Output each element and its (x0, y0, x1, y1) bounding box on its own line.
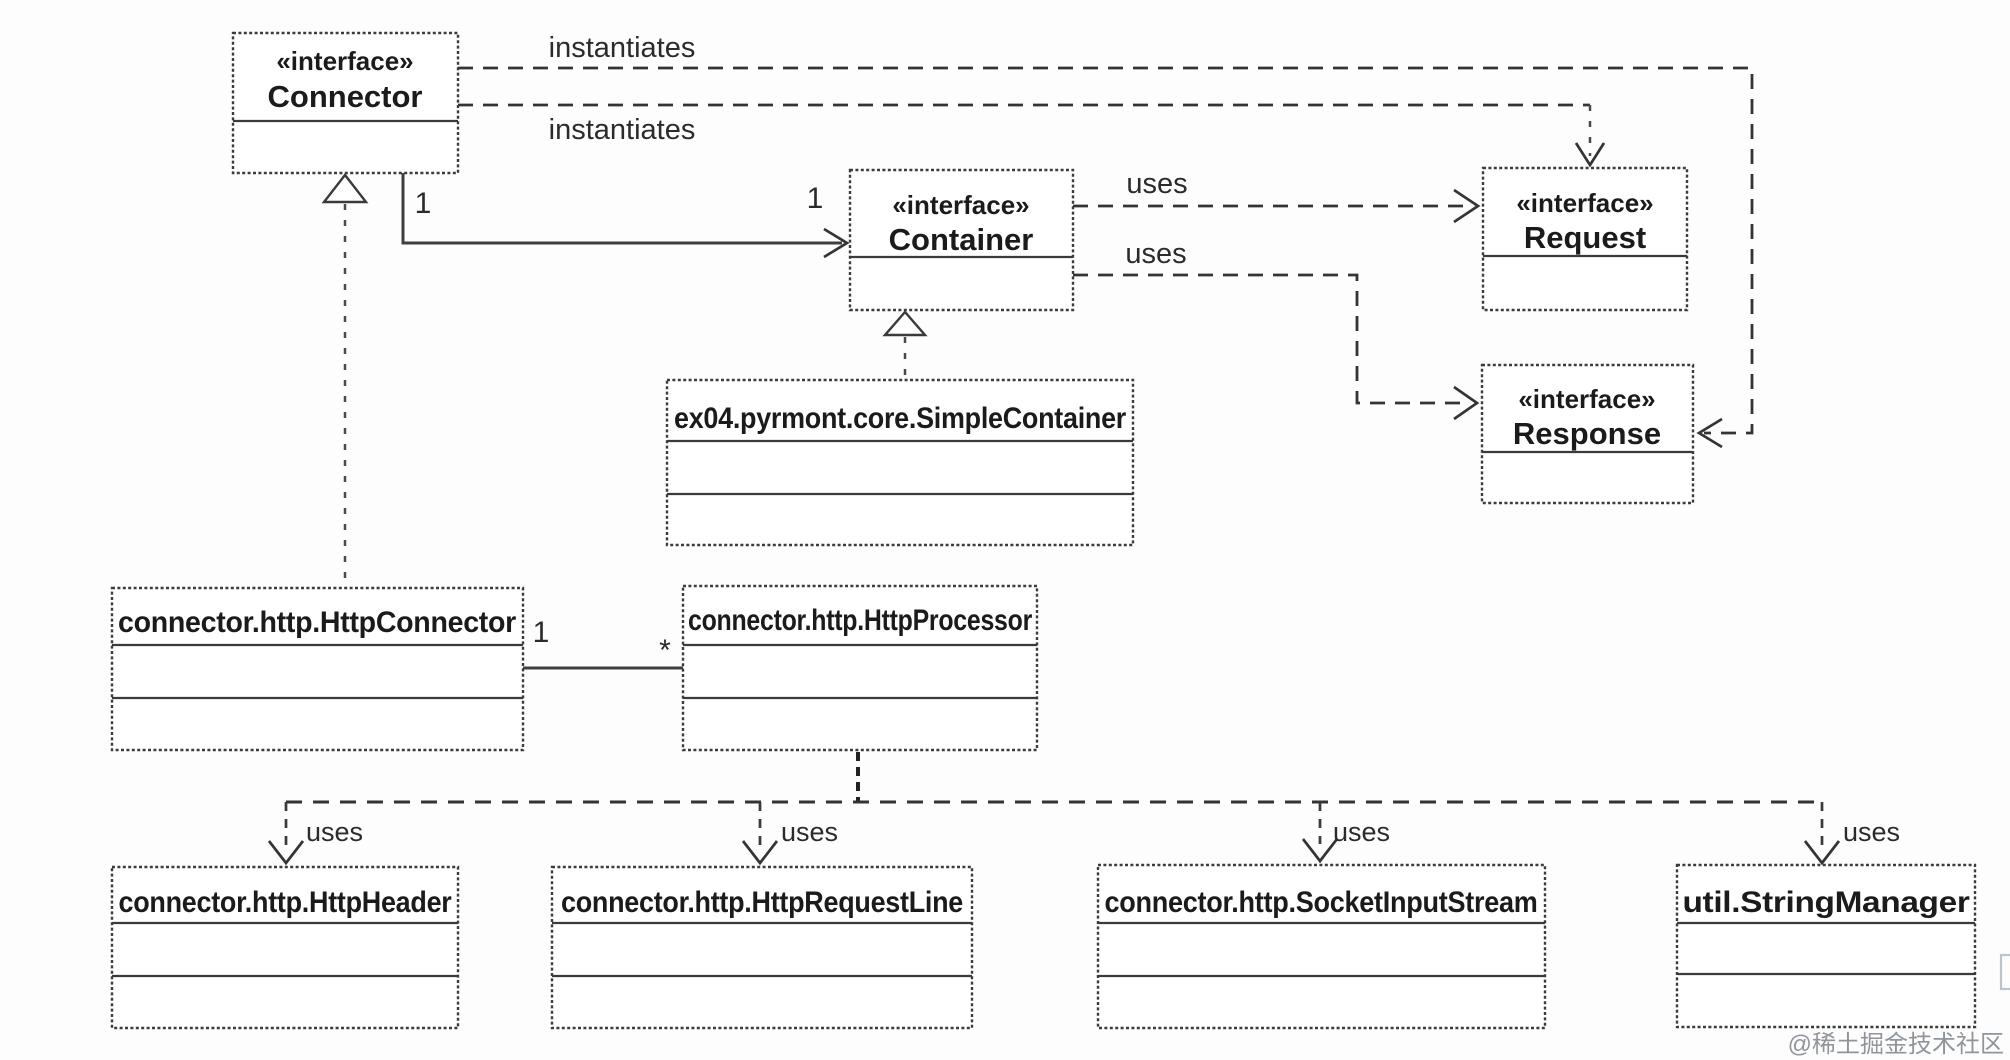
association-connector-container: 1 1 (401, 172, 850, 259)
class-name: connector.http.HttpHeader (119, 886, 453, 919)
dependency-line (458, 66, 1754, 435)
dependency-connector-instantiates-response: instantiates (458, 32, 1754, 449)
watermark-text: @稀土掘金技术社区 (1788, 1031, 2004, 1058)
dependency-processor-uses-stringmanager: uses (1803, 802, 1900, 866)
dependency-label: uses (1843, 817, 1900, 847)
dependency-label: uses (1125, 238, 1186, 270)
class-httpconnector: connector.http.HttpConnector (110, 586, 525, 752)
class-box (1480, 363, 1695, 505)
class-name: connector.http.HttpProcessor (688, 604, 1033, 637)
class-name: Connector (268, 79, 423, 114)
class-stereotype: «interface» (276, 46, 413, 76)
class-box (1675, 863, 1977, 1029)
class-box (110, 586, 525, 752)
dependency-label: uses (1126, 168, 1187, 200)
open-arrowhead-icon (1453, 188, 1481, 224)
class-connector: «interface» Connector (231, 31, 460, 175)
dependency-processor-uses-socketinputstream: uses (1301, 802, 1390, 864)
class-httpheader: connector.http.HttpHeader (110, 865, 460, 1030)
dependency-label: instantiates (549, 114, 696, 146)
multiplicity-label: * (659, 634, 671, 667)
class-box (1096, 863, 1547, 1030)
open-arrowhead-icon (1301, 838, 1339, 864)
realization-simplecontainer-container (882, 310, 928, 378)
class-name: connector.http.HttpRequestLine (561, 886, 963, 919)
class-box (665, 378, 1135, 547)
class-httpprocessor: connector.http.HttpProcessor (681, 584, 1039, 752)
open-arrowhead-icon (267, 840, 305, 866)
multiplicity-label: 1 (533, 616, 550, 649)
class-name: Request (1524, 220, 1646, 255)
dependency-processor-uses-httprequestline: uses (741, 802, 838, 866)
hollow-triangle-arrowhead-icon (321, 173, 369, 204)
open-arrowhead-icon (1696, 417, 1723, 449)
dependency-container-uses-response: uses (1073, 238, 1480, 421)
class-box (231, 31, 460, 175)
class-name: Container (889, 222, 1034, 257)
dependency-connector-instantiates-request: instantiates (458, 103, 1606, 168)
open-arrowhead-icon (1453, 385, 1480, 421)
multiplicity-label: 1 (807, 182, 824, 215)
dependency-tree-httpprocessor: uses uses uses uses (267, 752, 1900, 866)
open-arrowhead-icon (1574, 142, 1606, 168)
class-simplecontainer: ex04.pyrmont.core.SimpleContainer (665, 378, 1135, 547)
open-arrowhead-icon (823, 227, 850, 259)
edge-ui-artifact (1999, 953, 2010, 991)
multiplicity-label: 1 (415, 187, 432, 220)
class-stereotype: «interface» (1516, 188, 1653, 218)
class-request: «interface» Request (1481, 166, 1689, 312)
hollow-triangle-arrowhead-icon (882, 310, 928, 337)
class-stereotype: «interface» (892, 190, 1029, 220)
dependency-label: uses (781, 817, 838, 847)
class-socketinputstream: connector.http.SocketInputStream (1096, 863, 1547, 1030)
realization-httpconnector-connector (321, 173, 369, 586)
dependency-processor-uses-httpheader: uses (267, 802, 363, 866)
dependency-label: uses (306, 817, 363, 847)
class-box (848, 168, 1075, 312)
dependency-label: instantiates (549, 32, 696, 64)
open-arrowhead-icon (741, 840, 779, 866)
open-arrowhead-icon (1803, 840, 1841, 866)
class-response: «interface» Response (1480, 363, 1695, 505)
association-line (401, 172, 842, 245)
class-box (1481, 166, 1689, 312)
class-name: util.StringManager (1683, 886, 1971, 919)
class-box (110, 865, 460, 1030)
class-container: «interface» Container (848, 168, 1075, 312)
association-httpconnector-httpprocessor: 1 * (523, 616, 683, 670)
class-stringmanager: util.StringManager (1675, 863, 1977, 1029)
dependency-container-uses-request: uses (1073, 168, 1481, 224)
dependency-label: uses (1333, 817, 1390, 847)
class-box (681, 584, 1039, 752)
class-box (550, 865, 974, 1030)
class-name: Response (1513, 416, 1661, 451)
class-httprequestline: connector.http.HttpRequestLine (550, 865, 974, 1030)
class-name: connector.http.SocketInputStream (1105, 886, 1538, 919)
class-name: connector.http.HttpConnector (118, 606, 517, 639)
class-name: ex04.pyrmont.core.SimpleContainer (674, 402, 1127, 435)
class-stereotype: «interface» (1518, 384, 1655, 414)
